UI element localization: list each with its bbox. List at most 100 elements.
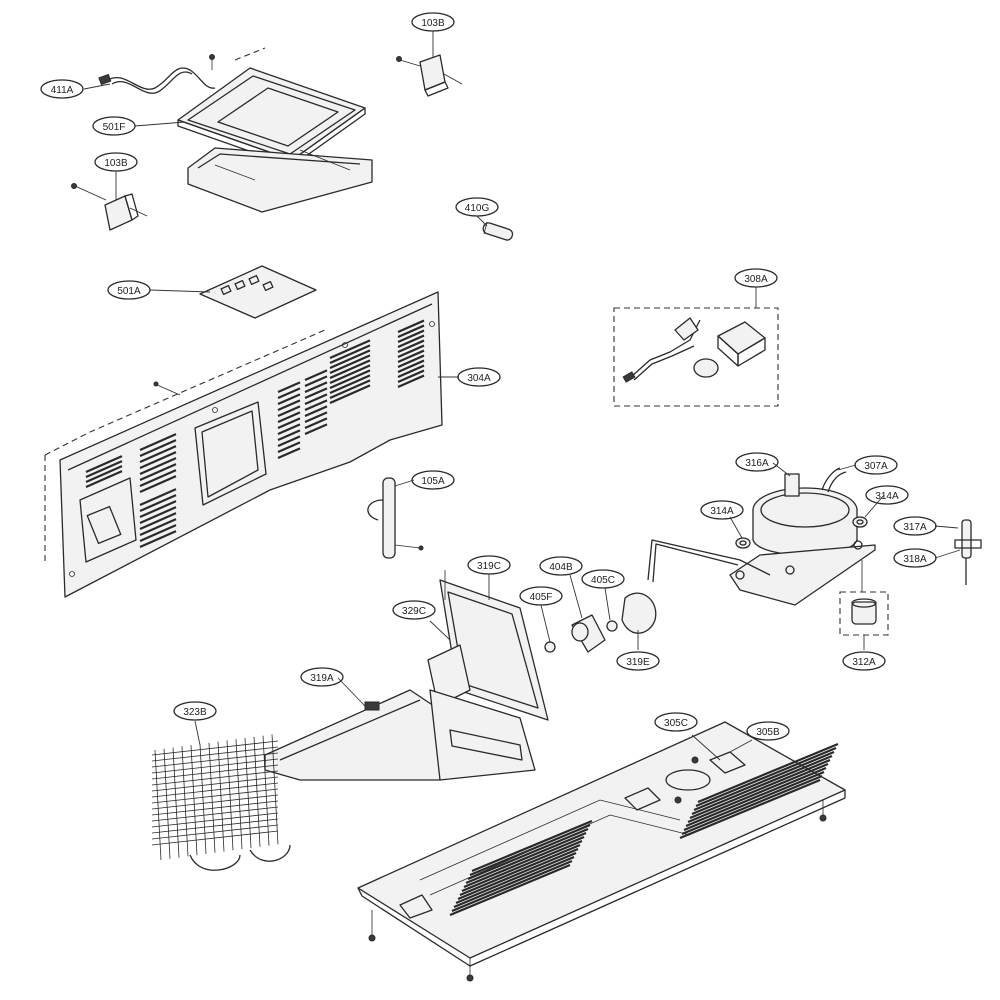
vent-slot [277, 441, 301, 454]
vent-slot [397, 359, 425, 374]
power-cord-part[interactable] [98, 67, 216, 94]
callout-314A-right[interactable]: 314A [865, 485, 909, 505]
vent-slot [139, 488, 177, 507]
callout-319A-text: 319A [310, 673, 334, 684]
vent-slot [467, 827, 589, 881]
bracket-left-part[interactable] [71, 183, 148, 231]
vent-slot [151, 800, 279, 816]
fuse-part[interactable] [482, 221, 514, 242]
vent-slot [208, 742, 216, 853]
fan-shroud-part[interactable] [427, 570, 549, 721]
circuit-board-part[interactable] [199, 265, 317, 319]
rear-panel-part[interactable] [44, 291, 443, 598]
callout-318A[interactable]: 318A [893, 548, 937, 568]
callout-103B-top[interactable]: 103B [411, 12, 455, 32]
vent-slot [199, 743, 207, 855]
leader-lines [83, 31, 961, 761]
control-box-part[interactable] [177, 47, 373, 213]
vent-slot [449, 863, 571, 917]
callout-319A[interactable]: 319A [300, 667, 344, 687]
callout-410G[interactable]: 410G [455, 197, 499, 217]
vent-slot [304, 387, 328, 400]
drain-tube-part[interactable] [367, 477, 424, 559]
vent-slot [151, 818, 279, 834]
callout-316A[interactable]: 316A [735, 452, 779, 472]
vent-slot [226, 740, 234, 851]
callout-319E-text: 319E [626, 657, 650, 668]
vent-slot [397, 329, 425, 344]
callout-329C-text: 329C [402, 606, 426, 617]
vent-slot [455, 851, 577, 905]
vent-slot [683, 770, 825, 832]
callout-319E[interactable]: 319E [616, 651, 660, 671]
rubber-foot-part[interactable] [839, 560, 889, 636]
callout-411A-text: 411A [51, 85, 74, 96]
callout-317A[interactable]: 317A [893, 516, 937, 536]
vent-slot [329, 354, 371, 375]
callout-314A-right-text: 314A [875, 491, 899, 502]
vent-slot [304, 369, 328, 382]
callout-404B-text: 404B [549, 562, 573, 573]
callout-307A[interactable]: 307A [854, 455, 898, 475]
callout-316A-text: 316A [745, 458, 769, 469]
vent-slot [151, 788, 279, 804]
callout-312A[interactable]: 312A [842, 651, 886, 671]
vent-slot [277, 417, 301, 430]
callout-501F[interactable]: 501F [92, 116, 136, 136]
vent-slot [139, 457, 177, 476]
vent-slot [304, 417, 328, 430]
vent-slot [397, 374, 425, 389]
vent-slot [459, 843, 581, 897]
callout-304A[interactable]: 304A [457, 367, 501, 387]
vent-slot [139, 469, 177, 488]
base-plate-part[interactable] [357, 721, 846, 982]
vent-slot [681, 774, 823, 836]
vent-slot [397, 344, 425, 359]
vent-slot [151, 812, 279, 828]
callout-318A-text: 318A [903, 554, 927, 565]
callout-323B[interactable]: 323B [173, 701, 217, 721]
vent-slot [139, 433, 177, 452]
vent-slot [139, 451, 177, 470]
drain-tray-part[interactable] [264, 689, 536, 781]
fan-motor-part[interactable] [544, 592, 657, 653]
callout-411A[interactable]: 411A [40, 79, 84, 99]
compressor-part[interactable] [647, 467, 876, 606]
callout-308A[interactable]: 308A [734, 268, 778, 288]
valve-part[interactable] [954, 519, 982, 585]
vent-slot [397, 324, 425, 339]
vent-slot [277, 399, 301, 412]
relay-kit-part[interactable] [613, 307, 779, 407]
callout-305C[interactable]: 305C [654, 712, 698, 732]
callout-314A-left[interactable]: 314A [700, 500, 744, 520]
vent-slot [457, 847, 579, 901]
vent-slot [277, 435, 301, 448]
vent-slot [190, 745, 198, 856]
callout-307A-text: 307A [864, 461, 888, 472]
callout-404B[interactable]: 404B [539, 556, 583, 576]
callout-319C[interactable]: 319C [467, 555, 511, 575]
condenser-part[interactable] [151, 734, 291, 871]
vent-slot [329, 369, 371, 390]
bracket-top-part[interactable] [396, 54, 463, 97]
callout-329C[interactable]: 329C [392, 600, 436, 620]
vent-slot [139, 512, 177, 531]
callout-103B-left[interactable]: 103B [94, 152, 138, 172]
vent-slot [139, 518, 177, 537]
callout-501A[interactable]: 501A [107, 280, 151, 300]
callout-405C[interactable]: 405C [581, 569, 625, 589]
vent-slot [329, 339, 371, 360]
callout-314A-left-text: 314A [710, 506, 734, 517]
callout-103B-left-text: 103B [104, 158, 128, 169]
callout-405F[interactable]: 405F [519, 586, 563, 606]
vent-slot [277, 447, 301, 460]
callout-305B[interactable]: 305B [746, 721, 790, 741]
callout-105A[interactable]: 105A [411, 470, 455, 490]
vent-slot [463, 835, 585, 889]
vent-slot [304, 381, 328, 394]
vent-slot [85, 460, 123, 479]
vent-slot [697, 742, 839, 804]
callout-105A-text: 105A [421, 476, 445, 487]
vent-slot [329, 344, 371, 365]
vent-slot [154, 749, 162, 861]
